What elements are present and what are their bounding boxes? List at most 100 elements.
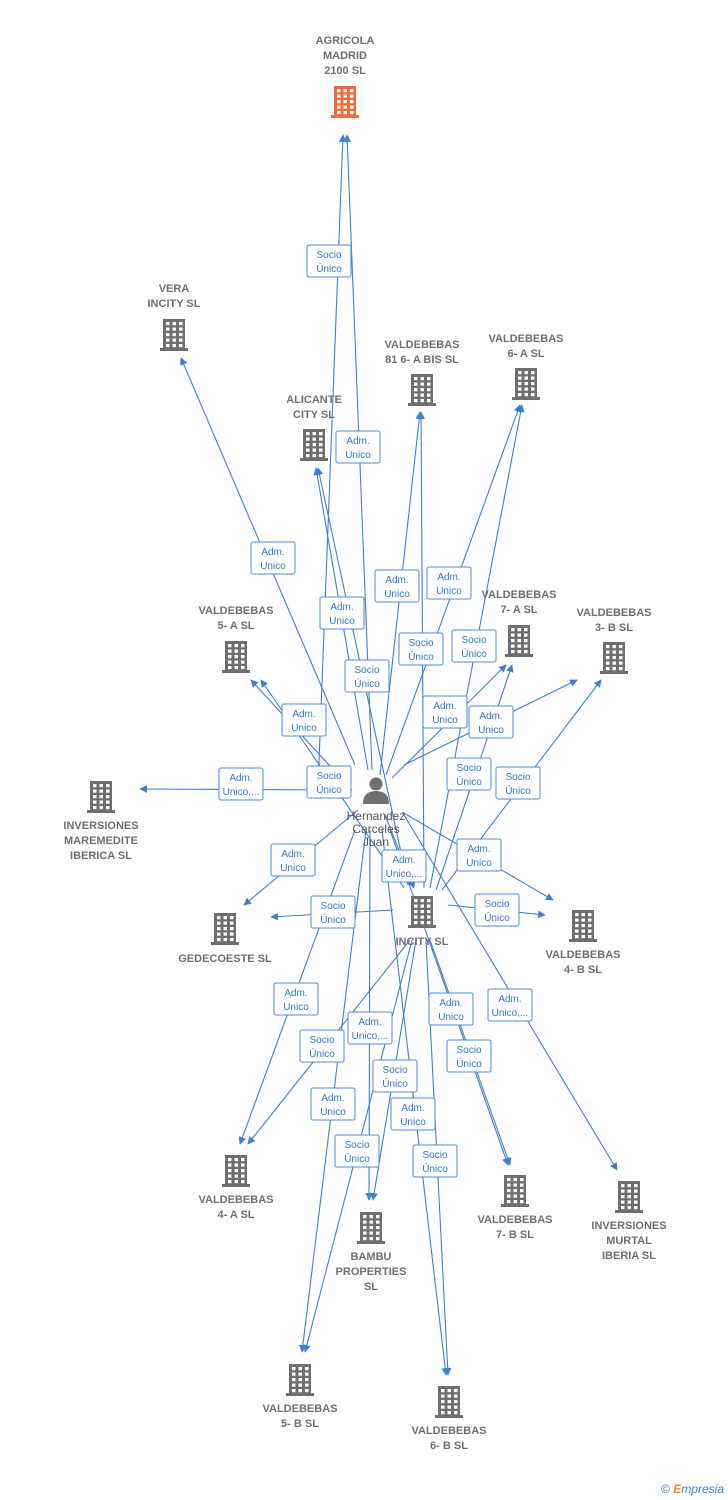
node-incity[interactable]: INCITY SL: [396, 896, 449, 948]
edge-label-text: Unico: [384, 589, 410, 600]
edge-label-person-to-v3b[interactable]: Adm.Unico: [468, 705, 514, 739]
building-icon: [286, 1364, 314, 1396]
edge-label-text: Unico: [438, 1012, 464, 1023]
edge-label-text: Socio: [354, 665, 379, 676]
node-label: 3- B SL: [595, 622, 633, 634]
node-v7a[interactable]: VALDEBEBAS 7- A SL: [482, 589, 557, 657]
building-icon: [505, 625, 533, 657]
node-label: Carceles: [352, 822, 399, 836]
brand-name: mpresia: [681, 1482, 724, 1496]
edge-label-text: Socio: [456, 1045, 481, 1056]
edge-label-person-to-gedecoeste[interactable]: Adm.Unico: [270, 843, 316, 877]
building-icon: [160, 319, 188, 351]
node-label: VALDEBEBAS: [489, 333, 564, 345]
node-label: VALDEBEBAS: [263, 1403, 338, 1415]
edge-label-person-to-v5a[interactable]: Adm.Unico: [281, 703, 327, 737]
edge-label-person-to-incity[interactable]: Adm.Unico,...: [381, 849, 427, 883]
edge-label-person-to-v5b[interactable]: Adm.Unico: [310, 1087, 356, 1121]
edge-label-person-to-v7a[interactable]: Adm. Unico: [422, 695, 468, 729]
edge-label-text: Adm.: [330, 602, 353, 613]
building-icon: [408, 896, 436, 928]
edge-label-text: Unico: [280, 863, 306, 874]
edge-label-text: Unico: [432, 715, 458, 726]
node-label: 5- A SL: [217, 620, 254, 632]
node-label: Hernandez: [347, 809, 406, 823]
edge-label-text: Único: [354, 677, 380, 690]
node-label: INVERSIONES: [591, 1220, 666, 1232]
edge-label-box: [426, 566, 472, 600]
edge-label-box: [218, 767, 264, 801]
edge-label-box: [422, 695, 468, 729]
node-label: VALDEBEBAS: [199, 605, 274, 617]
node-label: VALDEBEBAS: [199, 1194, 274, 1206]
edge-label-box: [347, 1011, 393, 1045]
node-v4a[interactable]: VALDEBEBAS 4- A SL: [199, 1155, 274, 1221]
edge-label-person-to-alicante[interactable]: Adm.Unico: [319, 596, 365, 630]
edge-label-person-to-vera[interactable]: Adm.Unico: [250, 541, 296, 575]
edge-label-person-to-bambu[interactable]: Adm.Unico,...: [347, 1011, 393, 1045]
node-label: 7- A SL: [500, 604, 537, 616]
edge-label-person-to-v6a[interactable]: Adm.Unico: [426, 566, 472, 600]
edge-label-text: Único: [316, 262, 342, 275]
edge-label-text: Unico: [400, 1117, 426, 1128]
edge-label-box: [306, 244, 352, 278]
edge-label-text: Único: [316, 783, 342, 796]
edge-label-text: Unico: [466, 858, 492, 869]
node-label: BAMBU: [351, 1251, 392, 1263]
edge-label-text: Adm.: [433, 701, 456, 712]
edge-label-box: [299, 1029, 345, 1063]
node-v5a[interactable]: VALDEBEBAS 5- A SL: [199, 605, 274, 673]
edge-label-person-to-v4a[interactable]: Adm.Unico: [273, 982, 319, 1016]
edge-label-text: Adm.: [437, 572, 460, 583]
node-gedecoeste[interactable]: GEDECOESTE SL: [178, 913, 272, 965]
edge-label-person-to-agricola[interactable]: Adm.Unico: [335, 430, 381, 464]
edge-label-person-to-v81[interactable]: Adm.Unico: [374, 569, 420, 603]
edge-label-text: Único: [456, 775, 482, 788]
node-label: IBERICA SL: [70, 850, 132, 862]
edge-label-person-to-v4b[interactable]: Adm.Unico: [456, 838, 502, 872]
edge-labels-layer: SocioÚnicoAdm.UnicoAdm.UnicoAdm.UnicoSoc…: [218, 244, 541, 1178]
node-label: VALDEBEBAS: [546, 949, 621, 961]
node-label: 4- A SL: [217, 1209, 254, 1221]
node-label: VALDEBEBAS: [482, 589, 557, 601]
edge-label-text: Adm.: [439, 998, 462, 1009]
edge-label-box: [319, 596, 365, 630]
edge-label-person-to-maremedite[interactable]: Adm.Unico,...: [218, 767, 264, 801]
edge-label-text: Socio: [382, 1065, 407, 1076]
edge-label-person-to-v6b[interactable]: Adm.Unico: [390, 1097, 436, 1131]
node-label: VERA: [159, 283, 190, 295]
edge-label-person-to-murtal[interactable]: Adm.Unico,...: [487, 988, 533, 1022]
edge-label-person-to-v7b[interactable]: Adm. Unico: [428, 992, 474, 1026]
edge-label-box: [456, 838, 502, 872]
node-label: GEDECOESTE SL: [178, 953, 272, 965]
